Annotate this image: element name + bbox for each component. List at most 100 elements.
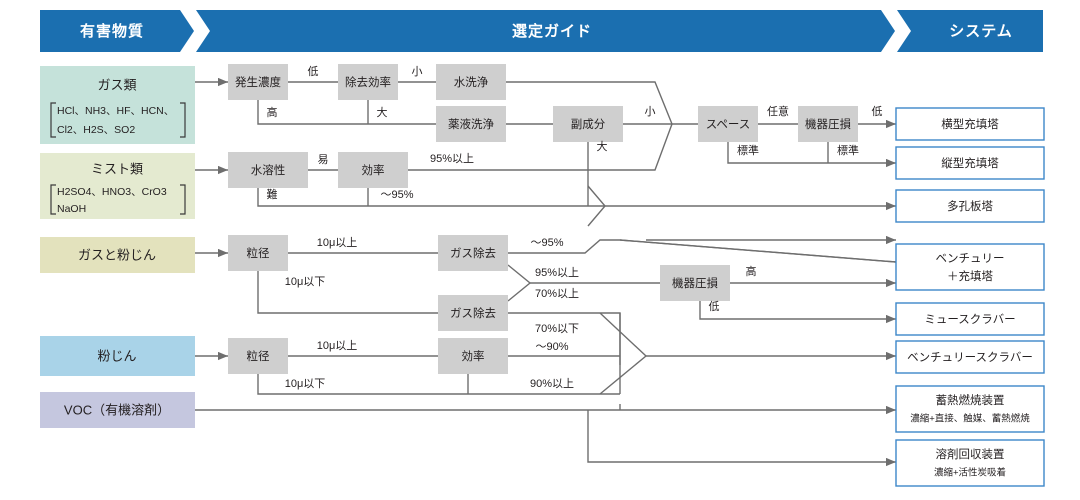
category-gas: ガス類 HCl、NH3、HF、HCN、 Cl2、H2S、SO2 [40,66,195,144]
category-voc-title: VOC（有機溶剤） [64,402,170,417]
system-vertical-packed-tower[interactable]: 縦型充填塔 [895,146,1045,180]
header-system: システム [897,10,1043,52]
process-particle-size-upper[interactable]: 粒径 [228,235,288,271]
category-gas-title: ガス類 [97,77,136,92]
category-dust-title: 粉じん [97,348,136,363]
edge-label-large-efficiency: 大 [377,105,388,119]
process-efficiency-mist[interactable]: 効率 [338,152,408,188]
category-mist: ミスト類 H2SO4、HNO3、CrO3 NaOH [40,153,195,219]
system-horizontal-packed-tower[interactable]: 横型充填塔 [895,107,1045,141]
process-pressure-loss-bottom[interactable]: 機器圧損 [660,265,730,301]
system-perforated-plate-tower[interactable]: 多孔板塔 [895,189,1045,223]
edge-label-small-efficiency: 小 [412,65,423,78]
process-space[interactable]: スペース [698,106,758,142]
system-solvent-recovery-label: 溶剤回収装置 [936,447,1005,461]
process-chemical-wash-label: 薬液洗浄 [448,117,494,131]
edge-label-gasrm-to-95: ～95% [530,237,563,249]
edge-label-eff-90-over: 90%以上 [530,377,574,390]
process-pressure-loss-top-label: 機器圧損 [805,117,851,131]
category-gas-sub2: Cl2、H2S、SO2 [57,124,135,136]
category-gas-and-dust-title: ガスと粉じん [78,247,156,262]
edge-gasrm-to-95b [619,239,897,263]
edge-label-gasrm-to-90: ～90% [535,341,568,353]
system-venturi-scrubber[interactable]: ベンチュリースクラバー [895,340,1045,374]
edge-mist-95-over [408,123,673,171]
process-particle-size-lower[interactable]: 粒径 [228,338,288,374]
system-venturi-packed-tower-sub: ＋充填塔 [947,269,993,283]
edge-size-10u-under-upper [257,265,438,314]
system-rto-sub: 濃縮+直接、触媒、蓄熱燃焼 [910,413,1030,425]
header-guide: 選定ガイド [196,10,895,52]
process-efficiency-dust[interactable]: 効率 [438,338,508,374]
process-byproduct-label: 副成分 [571,118,606,131]
process-gas-removal-upper[interactable]: ガス除去 [438,235,508,271]
edge-label-gasrm-70-over: 70%以上 [535,287,579,300]
edge-gasrm-lower-out [508,312,621,365]
system-mu-scrubber-label: ミュースクラバー [924,313,1015,326]
edge-label-press-high-bottom: 高 [746,264,757,278]
edge-label-press-low-top: 低 [872,105,883,118]
header-hazardous: 有害物質 [40,10,194,52]
process-water-wash[interactable]: 水洗浄 [436,64,506,100]
system-regenerative-thermal-oxidizer[interactable]: 蓄熱燃焼装置 濃縮+直接、触媒、蓄熱燃焼 [895,385,1045,433]
process-gas-concentration[interactable]: 発生濃度 [228,64,288,100]
edge-label-eff-to-95: ～95% [380,189,413,201]
edge-label-byproduct-small: 小 [645,105,656,118]
edge-label-solubility-hard: 難 [267,188,278,201]
process-efficiency-mist-label: 効率 [362,163,385,177]
edge-concentration-high [257,94,436,125]
category-dust: 粉じん [40,336,195,376]
edge-label-press-low-bottom: 低 [709,300,720,313]
header-guide-label: 選定ガイド [512,22,592,40]
edge-gasrm-to-95 [508,239,897,263]
process-chemical-wash[interactable]: 薬液洗浄 [436,106,506,142]
header-system-label: システム [949,23,1013,40]
edge-waterwash-to-space [506,81,673,125]
system-horizontal-packed-tower-label: 横型充填塔 [941,117,999,131]
system-mu-scrubber[interactable]: ミュースクラバー [895,302,1045,336]
edge-label-low-concentration: 低 [308,65,319,78]
edge-label-byproduct-large: 大 [597,139,608,153]
system-perforated-plate-tower-label: 多孔板塔 [947,199,993,213]
process-gas-concentration-label: 発生濃度 [235,75,281,89]
process-gas-removal-upper-label: ガス除去 [450,246,496,260]
category-voc: VOC（有機溶剤） [40,392,195,428]
process-byproduct[interactable]: 副成分 [553,106,623,142]
process-particle-size-lower-label: 粒径 [247,349,270,363]
edge-label-space-optional: 任意 [767,104,789,118]
category-gas-sub1: HCl、NH3、HF、HCN、 [57,105,174,117]
process-pressure-loss-bottom-label: 機器圧損 [672,276,718,290]
edge-label-gasrm-95-over: 95%以上 [535,266,579,279]
category-mist-title: ミスト類 [91,161,143,176]
process-solubility[interactable]: 水溶性 [228,152,308,188]
header-hazardous-label: 有害物質 [80,22,144,40]
process-removal-efficiency[interactable]: 除去効率 [338,64,398,100]
system-rto-label: 蓄熱燃焼装置 [936,393,1005,407]
system-venturi-packed-tower[interactable]: ベンチュリー ＋充填塔 [895,243,1045,291]
edge-voc-to-solvent-recovery [587,410,897,467]
edge-label-size-10u-over-upper: 10μ以上 [317,236,358,249]
system-venturi-packed-tower-label: ベンチュリー [936,252,1005,265]
system-vertical-packed-tower-label: 縦型充填塔 [941,156,999,170]
category-mist-sub2: NaOH [57,203,86,215]
edge-voc-to-rto [195,404,897,415]
system-solvent-recovery[interactable]: 溶剤回収装置 濃縮+活性炭吸着 [895,439,1045,487]
process-pressure-loss-top[interactable]: 機器圧損 [798,106,858,142]
process-removal-efficiency-label: 除去効率 [345,75,391,89]
process-efficiency-dust-label: 効率 [462,349,485,363]
merge-chevron-gasremoval [507,264,532,302]
edge-solubility-hard [257,182,897,211]
edge-label-gasrm-70-under: 70%以下 [535,323,579,335]
edge-label-space-standard: 標準 [737,143,759,157]
process-gas-removal-lower[interactable]: ガス除去 [438,295,508,331]
category-mist-sub1: H2SO4、HNO3、CrO3 [57,186,167,198]
system-solvent-recovery-sub: 濃縮+活性炭吸着 [934,467,1006,479]
category-gas-and-dust: ガスと粉じん [40,237,195,273]
edge-label-size-10u-under-upper: 10μ以下 [285,276,326,288]
edge-size-10u-under-lower [257,368,620,395]
merge-chevron-perforated [587,185,606,227]
bottom-merge-chevron [599,312,648,395]
process-gas-removal-lower-label: ガス除去 [450,306,496,320]
